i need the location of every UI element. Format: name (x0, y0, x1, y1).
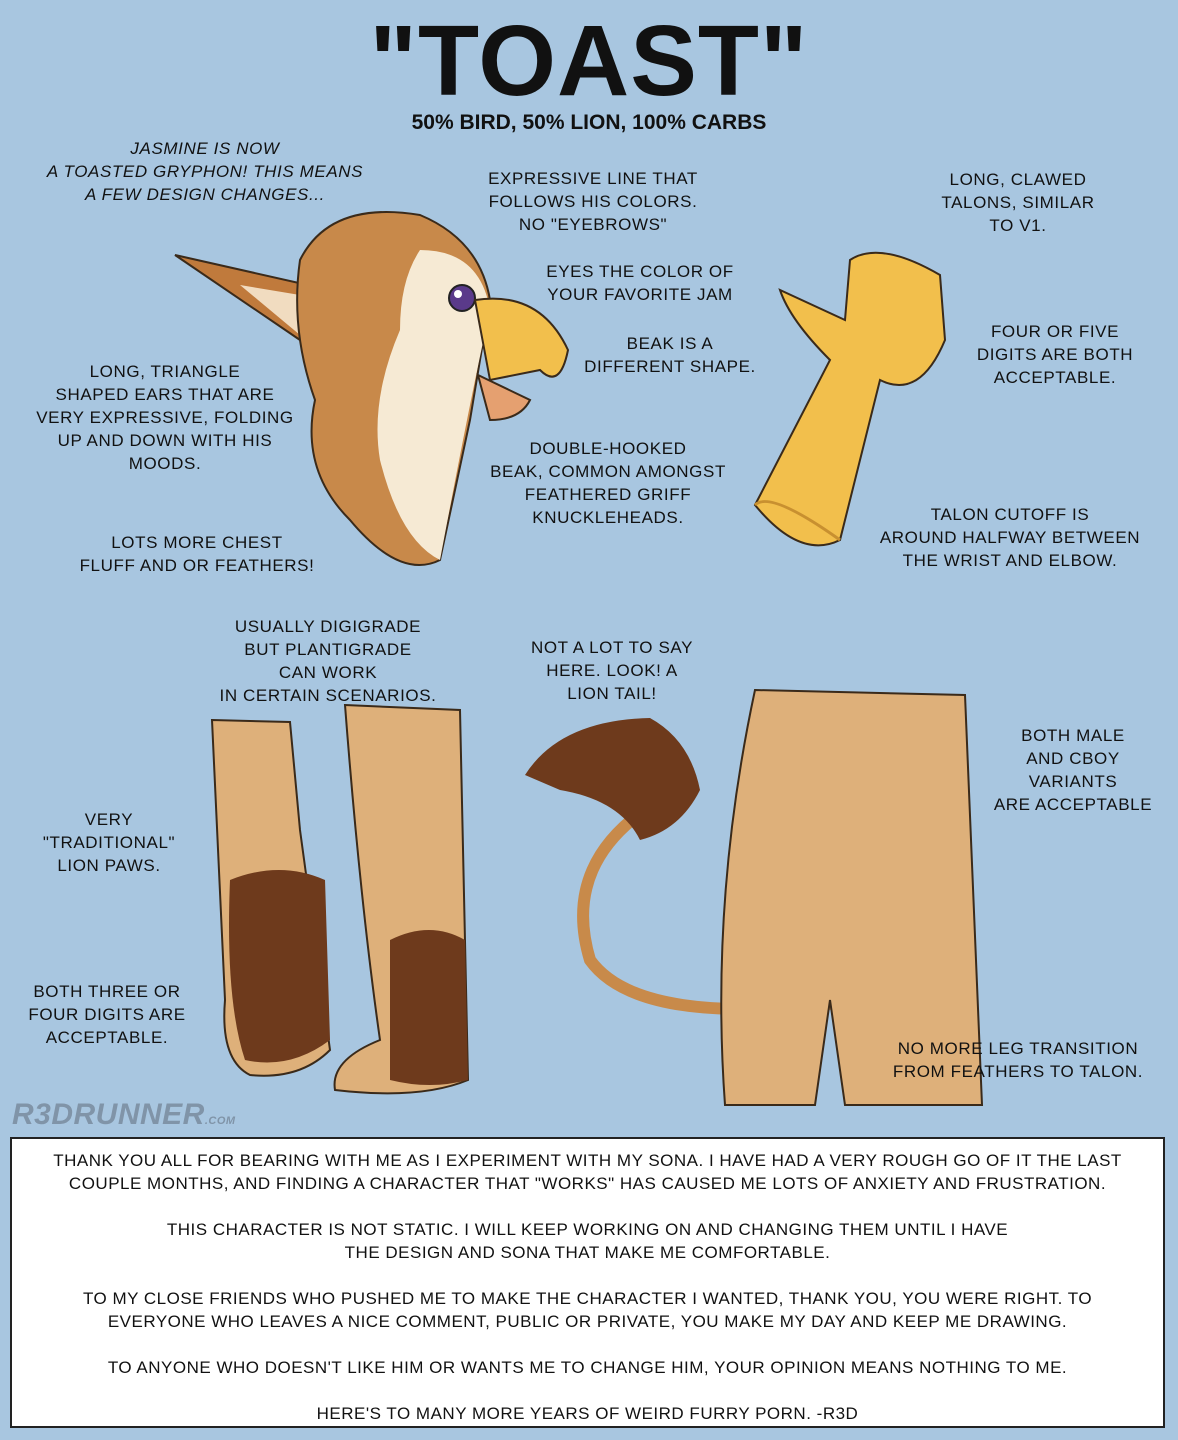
message-paragraph: HERE'S TO MANY MORE YEARS OF WEIRD FURRY… (12, 1402, 1163, 1425)
message-line: TO MY CLOSE FRIENDS WHO PUSHED ME TO MAK… (82, 1289, 1093, 1308)
note-line: USUALLY DIGIGRADE (234, 617, 422, 636)
note-line: ARE ACCEPTABLE (993, 795, 1153, 814)
message-line: EVERYONE WHO LEAVES A NICE COMMENT, PUBL… (107, 1312, 1068, 1331)
note-line: FOLLOWS HIS COLORS. (488, 192, 698, 211)
note-line: "TRADITIONAL" (42, 833, 176, 852)
message-line: THIS CHARACTER IS NOT STATIC. I WILL KEE… (166, 1220, 1009, 1239)
note-line: VERY (84, 810, 134, 829)
note-chest: LOTS MORE CHEST FLUFF AND OR FEATHERS! (80, 531, 315, 577)
note-line: LONG, CLAWED (949, 170, 1087, 189)
note-line: FOUR OR FIVE (990, 322, 1120, 341)
note-line: ACCEPTABLE. (993, 368, 1117, 387)
gryphon-head-illustration (174, 211, 570, 566)
lion-legs-illustration (210, 703, 470, 1095)
note-expressive-line: EXPRESSIVE LINE THAT FOLLOWS HIS COLORS.… (488, 167, 698, 236)
note-line: DOUBLE-HOOKED (529, 439, 687, 458)
artist-logo: R3DRUNNER.COM (12, 1098, 236, 1132)
message-paragraph: THANK YOU ALL FOR BEARING WITH ME AS I E… (12, 1149, 1163, 1195)
note-line: JASMINE IS NOW (130, 139, 280, 158)
note-line: LION TAIL! (567, 684, 657, 703)
note-line: LION PAWS. (57, 856, 161, 875)
note-line: BEAK IS A (626, 334, 714, 353)
note-line: TO V1. (989, 216, 1047, 235)
note-variants: BOTH MALE AND CBOY VARIANTS ARE ACCEPTAB… (994, 724, 1152, 816)
note-tail: NOT A LOT TO SAY HERE. LOOK! A LION TAIL… (531, 636, 693, 705)
note-line: FLUFF AND OR FEATHERS! (79, 556, 315, 575)
note-ears: LONG, TRIANGLE SHAPED EARS THAT ARE VERY… (36, 360, 294, 475)
logo-name: R3DRUNNER (12, 1098, 205, 1131)
note-line: AND CBOY (1026, 749, 1120, 768)
note-line: UP AND DOWN WITH HIS (57, 431, 273, 450)
note-line: THE WRIST AND ELBOW. (902, 551, 1118, 570)
note-line: EXPRESSIVE LINE THAT (488, 169, 698, 188)
note-intro: JASMINE IS NOW A TOASTED GRYPHON! THIS M… (47, 137, 363, 206)
note-double-hooked: DOUBLE-HOOKED BEAK, COMMON AMONGST FEATH… (490, 437, 726, 529)
note-line: A FEW DESIGN CHANGES... (85, 185, 325, 204)
talon-hand-illustration (753, 251, 947, 547)
note-line: KNUCKLEHEADS. (532, 508, 684, 527)
message-line: HERE'S TO MANY MORE YEARS OF WEIRD FURRY… (316, 1404, 859, 1423)
artist-message-box: THANK YOU ALL FOR BEARING WITH ME AS I E… (10, 1137, 1165, 1428)
note-line: VARIANTS (1028, 772, 1118, 791)
note-line: NO "EYEBROWS" (518, 215, 668, 234)
note-line: AROUND HALFWAY BETWEEN (879, 528, 1141, 547)
lower-body-illustration (720, 688, 984, 1106)
message-paragraph: TO ANYONE WHO DOESN'T LIKE HIM OR WANTS … (12, 1356, 1163, 1379)
note-digigrade: USUALLY DIGIGRADE BUT PLANTIGRADE CAN WO… (220, 615, 437, 707)
note-beak-shape: BEAK IS A DIFFERENT SHAPE. (584, 332, 756, 378)
note-line: IN CERTAIN SCENARIOS. (219, 686, 437, 705)
note-line: NOT A LOT TO SAY (530, 638, 694, 657)
note-line: FOUR DIGITS ARE (28, 1005, 186, 1024)
message-paragraph: THIS CHARACTER IS NOT STATIC. I WILL KEE… (12, 1218, 1163, 1264)
message-line: THE DESIGN AND SONA THAT MAKE ME COMFORT… (344, 1243, 831, 1262)
note-paws: VERY "TRADITIONAL" LION PAWS. (43, 808, 175, 877)
note-line: A TOASTED GRYPHON! THIS MEANS (46, 162, 364, 181)
note-line: EYES THE COLOR OF (546, 262, 734, 281)
note-line: CAN WORK (278, 663, 378, 682)
note-line: BUT PLANTIGRADE (244, 640, 412, 659)
message-line: COUPLE MONTHS, AND FINDING A CHARACTER T… (68, 1174, 1107, 1193)
page-title: "TOAST" (369, 5, 809, 117)
note-line: DIGITS ARE BOTH (976, 345, 1134, 364)
note-foot-digits: BOTH THREE OR FOUR DIGITS ARE ACCEPTABLE… (28, 980, 185, 1049)
message-paragraph: TO MY CLOSE FRIENDS WHO PUSHED ME TO MAK… (12, 1287, 1163, 1333)
note-hand-digits: FOUR OR FIVE DIGITS ARE BOTH ACCEPTABLE. (977, 320, 1133, 389)
note-line: BOTH MALE (1021, 726, 1125, 745)
page-subtitle: 50% BIRD, 50% LION, 100% CARBS (411, 111, 767, 134)
note-eyes: EYES THE COLOR OF YOUR FAVORITE JAM (546, 260, 733, 306)
note-line: VERY EXPRESSIVE, FOLDING (36, 408, 294, 427)
note-line: FROM FEATHERS TO TALON. (892, 1062, 1144, 1081)
note-line: TALONS, SIMILAR (941, 193, 1095, 212)
note-line: FEATHERED GRIFF (524, 485, 692, 504)
note-leg-transition: NO MORE LEG TRANSITION FROM FEATHERS TO … (893, 1037, 1143, 1083)
note-line: HERE. LOOK! A (546, 661, 678, 680)
note-line: SHAPED EARS THAT ARE (55, 385, 275, 404)
note-talons: LONG, CLAWED TALONS, SIMILAR TO V1. (941, 168, 1094, 237)
note-line: BEAK, COMMON AMONGST (490, 462, 726, 481)
note-line: BOTH THREE OR (33, 982, 181, 1001)
logo-suffix: .COM (204, 1115, 236, 1127)
note-line: YOUR FAVORITE JAM (547, 285, 733, 304)
note-talon-cutoff: TALON CUTOFF IS AROUND HALFWAY BETWEEN T… (880, 503, 1140, 572)
note-line: DIFFERENT SHAPE. (584, 357, 756, 376)
note-line: LONG, TRIANGLE (89, 362, 241, 381)
message-line: THANK YOU ALL FOR BEARING WITH ME AS I E… (53, 1151, 1122, 1170)
message-line: TO ANYONE WHO DOESN'T LIKE HIM OR WANTS … (107, 1358, 1068, 1377)
note-line: NO MORE LEG TRANSITION (897, 1039, 1139, 1058)
note-line: LOTS MORE CHEST (111, 533, 283, 552)
note-line: MOODS. (128, 454, 202, 473)
note-line: ACCEPTABLE. (45, 1028, 169, 1047)
note-line: TALON CUTOFF IS (930, 505, 1090, 524)
